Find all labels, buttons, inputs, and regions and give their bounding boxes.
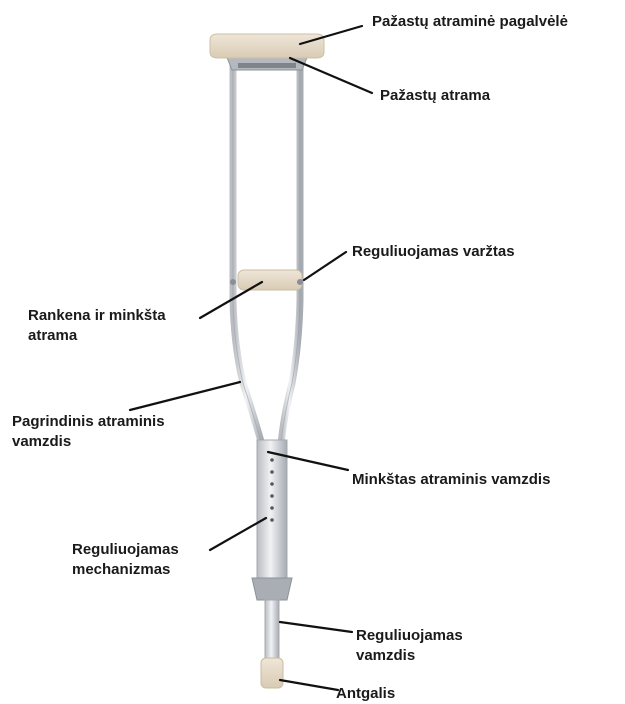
- label-soft-tube: Minkštas atraminis vamzdis: [352, 470, 550, 490]
- label-tip: Antgalis: [336, 684, 395, 704]
- label-adjust-tube: Reguliuojamas vamzdis: [356, 626, 463, 666]
- label-handle: Rankena ir minkšta atrama: [28, 306, 166, 346]
- leader-main-tube: [130, 382, 240, 410]
- armpit-pad-shape: [210, 34, 324, 58]
- leader-tip: [280, 680, 338, 690]
- rubber-tip: [261, 658, 283, 688]
- label-armpit-support: Pažastų atrama: [380, 86, 490, 106]
- label-main-tube: Pagrindinis atraminis vamzdis: [12, 412, 165, 452]
- label-adjustable-bolt: Reguliuojamas varžtas: [352, 242, 515, 262]
- label-armpit-pad: Pažastų atraminė pagalvėlė: [372, 12, 568, 32]
- right-side-rail: [281, 62, 300, 460]
- handle-grip: [238, 270, 302, 290]
- label-adjust-mechanism: Reguliuojamas mechanizmas: [72, 540, 179, 580]
- left-side-rail: [233, 62, 262, 460]
- adjustable-tube: [265, 600, 279, 660]
- leader-adjust-tube: [280, 622, 352, 632]
- adjust-collar: [252, 578, 292, 600]
- leader-adjustable-bolt: [304, 252, 346, 280]
